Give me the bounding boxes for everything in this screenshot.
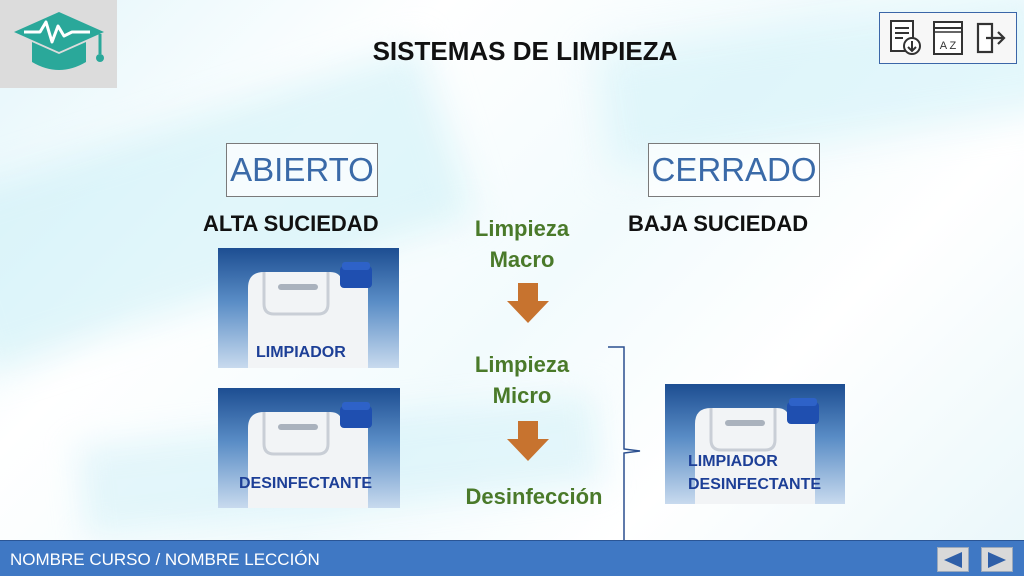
open-system-box: ABIERTO — [226, 143, 378, 197]
footer-bar: NOMBRE CURSO / NOMBRE LECCIÓN — [0, 540, 1024, 576]
svg-text:A Z: A Z — [940, 40, 957, 52]
jerrycan-icon — [248, 262, 372, 368]
step-macro-line1: Limpieza — [474, 216, 570, 241]
cleaner-label: LIMPIADOR — [256, 344, 346, 361]
cleaner-product-image: LIMPIADOR — [218, 248, 399, 368]
combined-label-line1: LIMPIADOR — [688, 453, 778, 470]
previous-button[interactable] — [937, 547, 969, 572]
grouping-bracket — [608, 346, 641, 556]
closed-system-box: CERRADO — [648, 143, 820, 197]
glossary-button[interactable]: A Z — [930, 18, 966, 58]
step-macro-cleaning: Limpieza Macro — [452, 213, 592, 275]
graduation-cap-pulse-icon — [14, 12, 104, 70]
jerrycan-icon — [248, 402, 372, 508]
low-dirt-label: BAJA SUCIEDAD — [628, 211, 809, 236]
combined-label: LIMPIADOR DESINFECTANTE — [688, 450, 821, 496]
disinfectant-product-image: DESINFECTANTE — [218, 388, 400, 508]
step-macro-line2: Macro — [489, 247, 555, 272]
document-download-icon — [890, 20, 922, 55]
next-button[interactable] — [981, 547, 1013, 572]
breadcrumb: NOMBRE CURSO / NOMBRE LECCIÓN — [10, 550, 320, 569]
high-dirt-label: ALTA SUCIEDAD — [203, 211, 379, 236]
triangle-left-icon — [944, 551, 962, 568]
combined-product-image: LIMPIADOR DESINFECTANTE — [665, 384, 845, 504]
exit-button[interactable] — [973, 18, 1009, 58]
down-arrow-icon — [507, 283, 549, 323]
step-micro-line1: Limpieza — [474, 352, 570, 377]
glossary-az-icon: A Z — [932, 21, 963, 55]
step-micro-line2: Micro — [492, 383, 552, 408]
download-document-button[interactable] — [887, 18, 923, 58]
toolbar: A Z — [879, 12, 1017, 64]
combined-label-line2: DESINFECTANTE — [688, 476, 822, 493]
logo — [0, 0, 117, 88]
triangle-right-icon — [988, 551, 1006, 568]
page-title: SISTEMAS DE LIMPIEZA — [372, 36, 678, 66]
step-disinfection: Desinfección — [465, 484, 603, 509]
disinfectant-label: DESINFECTANTE — [239, 475, 373, 492]
exit-door-icon — [976, 22, 1006, 54]
down-arrow-icon — [507, 421, 549, 461]
jerrycan-icon — [695, 398, 819, 504]
step-micro-cleaning: Limpieza Micro — [452, 349, 592, 411]
